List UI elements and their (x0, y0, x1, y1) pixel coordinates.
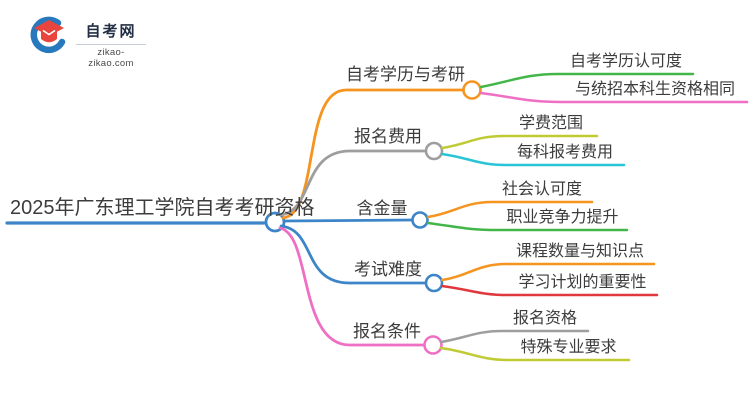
branch-4-label: 考试难度 (354, 260, 422, 279)
branch-5-node (423, 335, 443, 355)
branch-5-child-1-label: 报名资格 (512, 310, 577, 327)
branch-2-curve (279, 149, 427, 217)
branch-1-child-2-curve (479, 91, 749, 104)
branch-2-child-1-curve (440, 134, 599, 150)
branch-1-child-2-label: 与统招本科生资格相同 (574, 81, 735, 98)
branch-5-child-1-curve (439, 329, 590, 344)
site-url: zikao-zikao.com (88, 47, 134, 69)
branch-5-curve (278, 226, 426, 347)
branch-1-child-1-label: 自考学历认可度 (569, 53, 682, 70)
branch-5-child-2-label: 特殊专业要求 (520, 339, 617, 356)
branch-2-node (424, 141, 444, 161)
branch-1-label: 自考学历与考研 (346, 65, 465, 84)
branch-4-node (424, 273, 444, 293)
branch-3-child-2-label: 职业竞争力提升 (506, 209, 619, 226)
branch-2-child-1-label: 学费范围 (518, 115, 583, 132)
branch-1-child-1-curve (479, 72, 695, 89)
branch-1-curve (281, 88, 465, 220)
branch-4-child-1-label: 课程数量与知识点 (515, 243, 644, 260)
graduation-cap-icon (30, 16, 66, 54)
branch-1-node (462, 80, 482, 100)
branch-4-child-2-label: 学习计划的重要性 (518, 274, 647, 291)
site-name: 自考网 (85, 23, 137, 40)
branch-2-child-2-curve (440, 152, 626, 167)
branch-3-child-1-label: 社会认可度 (501, 181, 582, 198)
branch-3-curve (282, 218, 414, 223)
branch-5-child-2-curve (439, 346, 631, 362)
branch-3-node (411, 211, 429, 229)
branch-4-curve (279, 224, 427, 285)
branch-3-child-2-curve (426, 221, 629, 232)
site-logo: 自考网 zikao-zikao.com (28, 14, 178, 69)
root-label: 2025年广东理工学院自考考研资格 (10, 197, 315, 219)
branch-3-child-1-curve (426, 200, 594, 219)
branch-2-child-2-label: 每科报考费用 (516, 144, 613, 161)
branch-5-label: 报名条件 (353, 322, 421, 341)
logo-divider (76, 44, 146, 45)
branch-4-child-1-curve (440, 262, 656, 282)
branch-3-label: 含金量 (356, 199, 408, 218)
branch-2-label: 报名费用 (354, 127, 422, 146)
branch-4-child-2-curve (440, 284, 659, 297)
